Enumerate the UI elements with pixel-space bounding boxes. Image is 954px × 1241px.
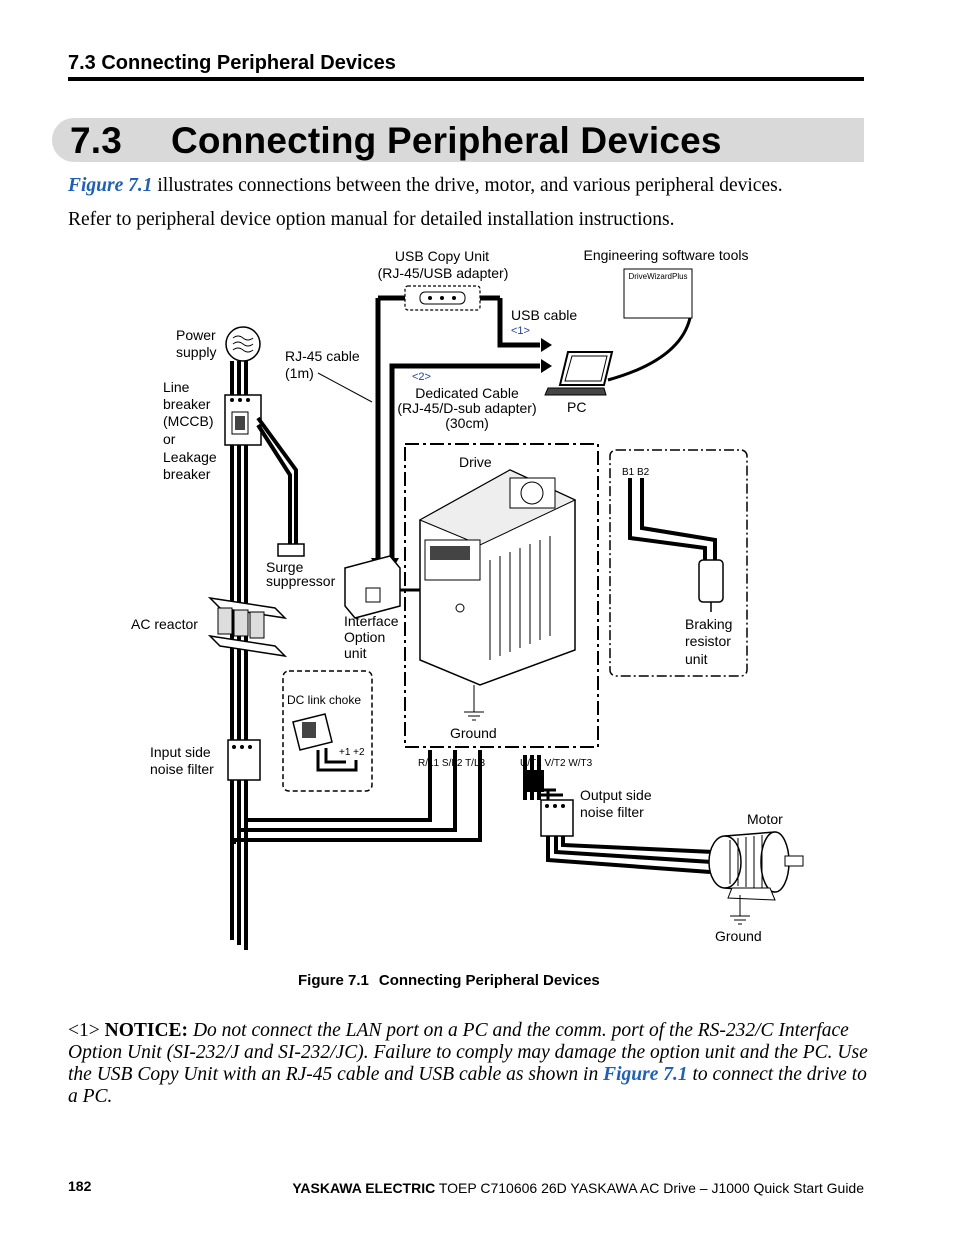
dedicated-cable-label-1: Dedicated Cable (415, 385, 519, 401)
drive-unit-icon (418, 469, 577, 686)
output-filter-label-2: noise filter (580, 804, 644, 820)
motor-icon (708, 831, 804, 901)
usb-copy-unit-sub-label: (RJ-45/USB adapter) (378, 265, 509, 281)
intro-line-2: Refer to peripheral device option manual… (68, 209, 675, 230)
usb-copy-unit-label: USB Copy Unit (395, 248, 489, 264)
output-lines-top (526, 770, 544, 792)
page-number: 182 (68, 1178, 92, 1194)
section-title: 7.3 Connecting Peripheral Devices (70, 120, 722, 162)
header-rule (68, 77, 864, 81)
software-box (623, 268, 693, 319)
line-breaker-label-4: Leakage (163, 449, 217, 465)
ac-reactor-icon (207, 596, 288, 658)
interface-label-1: Option (344, 629, 385, 645)
motor-label: Motor (747, 811, 783, 827)
usb-copy-unit (378, 285, 500, 311)
footer-doc-info: YASKAWA ELECTRIC TOEP C710606 26D YASKAW… (292, 1180, 864, 1196)
eng-tools-label: Engineering software tools (584, 247, 749, 263)
line-breaker-label-3: or (163, 431, 176, 447)
ac-reactor-label: AC reactor (131, 616, 198, 632)
dc-link-choke-icon (292, 713, 358, 772)
connection-diagram: USB Copy Unit (RJ-45/USB adapter) Engine… (131, 247, 804, 950)
input-filter-icon (227, 739, 261, 781)
input-terminals-label: R/L1 S/L2 T/L3 (418, 758, 486, 769)
notice-figure-link[interactable]: Figure 7.1 (603, 1064, 688, 1085)
power-supply-icon (225, 326, 261, 362)
power-supply-label-2: supply (176, 344, 216, 360)
intro-line-1-text: illustrates connections between the driv… (152, 175, 783, 196)
pc-label: PC (567, 399, 586, 415)
surge-suppressor-icon (277, 543, 305, 557)
output-filter-label-1: Output side (580, 787, 652, 803)
dc-link-label: DC link choke (287, 693, 361, 707)
notice-text-b: to connect the drive to a PC. (68, 1064, 867, 1107)
usb-cable (497, 298, 540, 348)
section-title-band (52, 118, 864, 162)
interface-unit-icon (344, 555, 401, 619)
surge-label-1: Surge (266, 559, 304, 575)
figure-caption-label: Figure 7.1 (298, 972, 369, 989)
braking-lines (628, 478, 717, 565)
interface-label-2: unit (344, 645, 367, 661)
dedicated-cable-label-2: (RJ-45/D-sub adapter) (397, 400, 536, 416)
dc-link-boundary (282, 670, 373, 792)
output-filter-icon (540, 799, 574, 837)
dedicated-cable-label-3: (30cm) (445, 415, 489, 431)
rj45-label-2: (1m) (285, 365, 314, 381)
usb-cable-label: USB cable (511, 307, 577, 323)
surge-label-2: suppressor (266, 573, 336, 589)
braking-boundary (609, 449, 748, 677)
motor-lines (546, 836, 715, 874)
line-breaker-label-2: (MCCB) (163, 413, 214, 429)
section-title-text: Connecting Peripheral Devices (171, 120, 722, 161)
main-power-lines (230, 361, 248, 950)
notice-marker: <1> (68, 1020, 105, 1041)
software-to-pc-line (607, 317, 692, 382)
notice-paragraph: <1> NOTICE: Do not connect the LAN port … (68, 1020, 868, 1108)
figure-caption-title: Connecting Peripheral Devices (378, 972, 600, 989)
dedicated-cable (389, 363, 540, 560)
figure-link[interactable]: Figure 7.1 (68, 175, 153, 196)
braking-resistor-icon (698, 559, 724, 612)
footer-brand: YASKAWA ELECTRIC (292, 1180, 436, 1196)
line-breaker-label-0: Line (163, 379, 190, 395)
section-number: 7.3 (70, 120, 123, 161)
note-2-marker: <2> (412, 371, 431, 383)
drive-boundary (404, 443, 599, 748)
input-filter-label-2: noise filter (150, 761, 214, 777)
power-supply-label-1: Power (176, 327, 216, 343)
running-header: 7.3 Connecting Peripheral Devices (68, 52, 396, 74)
plus12-label: +1 +2 (339, 747, 365, 758)
line-breaker-label-5: breaker (163, 466, 211, 482)
notice-keyword: NOTICE: (104, 1020, 189, 1041)
input-power-lines (230, 750, 482, 940)
breaker-icon (224, 394, 262, 446)
braking-label-2: unit (685, 651, 708, 667)
ground-motor-label: Ground (715, 928, 762, 944)
b1b2-label: B1 B2 (622, 467, 650, 478)
braking-label-1: resistor (685, 633, 731, 649)
line-breaker-label-1: breaker (163, 396, 211, 412)
note-1-marker: <1> (511, 325, 530, 337)
drivewizard-label: DriveWizardPlus (628, 272, 687, 281)
ground-drive-label: Ground (450, 725, 497, 741)
notice-text-a: Do not connect the LAN port on a PC and … (68, 1020, 868, 1085)
input-filter-label-1: Input side (150, 744, 211, 760)
footer-doc-title: TOEP C710606 26D YASKAWA AC Drive – J100… (435, 1180, 864, 1196)
intro-line-1: Figure 7.1 illustrates connections betwe… (68, 174, 783, 198)
figure-caption: Figure 7.1 Connecting Peripheral Devices (298, 972, 600, 989)
braking-label-0: Braking (685, 616, 732, 632)
surge-lines (256, 416, 298, 548)
laptop-icon (544, 351, 614, 396)
drive-label: Drive (459, 454, 492, 470)
rj45-label-1: RJ-45 cable (285, 348, 360, 364)
output-terminals-label: U/T1 V/T2 W/T3 (520, 758, 593, 769)
